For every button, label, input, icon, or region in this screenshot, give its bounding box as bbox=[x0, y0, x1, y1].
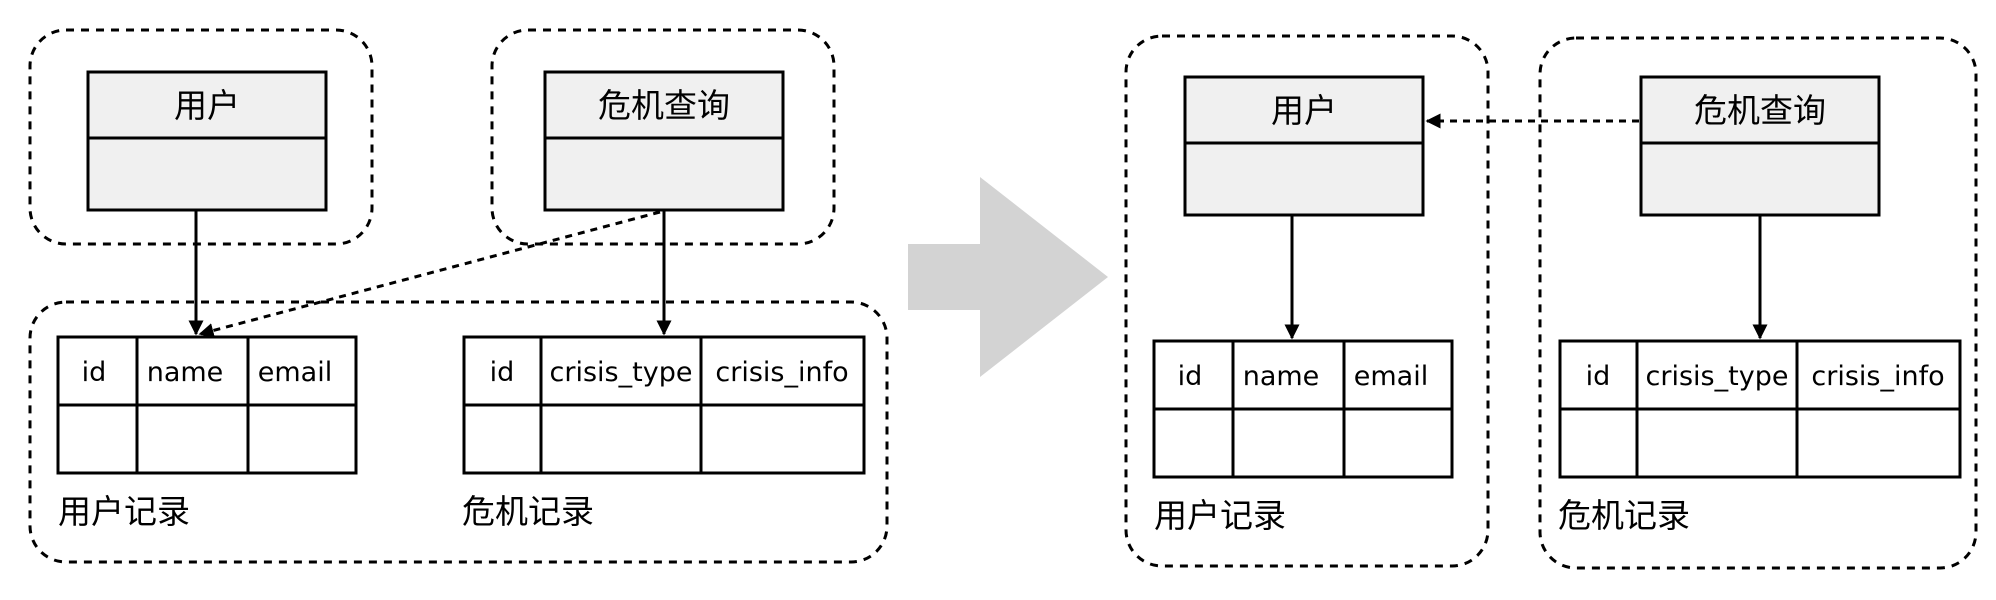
table-column-header: name bbox=[1243, 361, 1320, 392]
after-user-records-label: 用户记录 bbox=[1154, 496, 1286, 535]
before-crisis-to-user-table-dashed-arrow bbox=[198, 210, 661, 338]
after-crisis-records-label: 危机记录 bbox=[1558, 496, 1690, 535]
table-column-header: crisis_info bbox=[715, 357, 848, 388]
after-user-group bbox=[1124, 34, 1490, 568]
before-user-records-label: 用户记录 bbox=[58, 492, 190, 531]
before-user-group bbox=[28, 28, 374, 246]
table-column-header: crisis_info bbox=[1811, 361, 1944, 392]
table-column-header: id bbox=[1178, 361, 1203, 392]
before-crisis-records-label: 危机记录 bbox=[462, 492, 594, 531]
table-column-header: id bbox=[1586, 361, 1611, 392]
table-column-header: id bbox=[82, 357, 107, 388]
after-crisis-table: id crisis_type crisis_info bbox=[1558, 339, 1962, 479]
after-crisis-class: 危机查询 bbox=[1639, 75, 1881, 217]
before-crisis-group bbox=[490, 28, 836, 246]
after-user-class-title: 用户 bbox=[1271, 91, 1337, 130]
table-column-header: id bbox=[490, 357, 515, 388]
before-crisis-table: id crisis_type crisis_info bbox=[462, 335, 866, 475]
after-crisis-group bbox=[1538, 36, 1978, 570]
before-crisis-class: 危机查询 bbox=[543, 70, 785, 212]
before-user-class-title: 用户 bbox=[174, 86, 240, 125]
table-column-header: email bbox=[1354, 361, 1428, 392]
before-records-group bbox=[28, 300, 889, 564]
transition-arrow-icon bbox=[908, 177, 1108, 377]
before-user-table: id name email bbox=[56, 335, 358, 475]
after-user-table: id name email bbox=[1152, 339, 1454, 479]
table-column-header: crisis_type bbox=[1646, 361, 1789, 392]
table-column-header: name bbox=[147, 357, 224, 388]
before-user-class: 用户 bbox=[86, 70, 328, 212]
table-column-header: email bbox=[258, 357, 332, 388]
after-user-class: 用户 bbox=[1183, 75, 1425, 217]
before-crisis-class-title: 危机查询 bbox=[598, 86, 730, 125]
after-crisis-class-title: 危机查询 bbox=[1694, 91, 1826, 130]
table-column-header: crisis_type bbox=[550, 357, 693, 388]
